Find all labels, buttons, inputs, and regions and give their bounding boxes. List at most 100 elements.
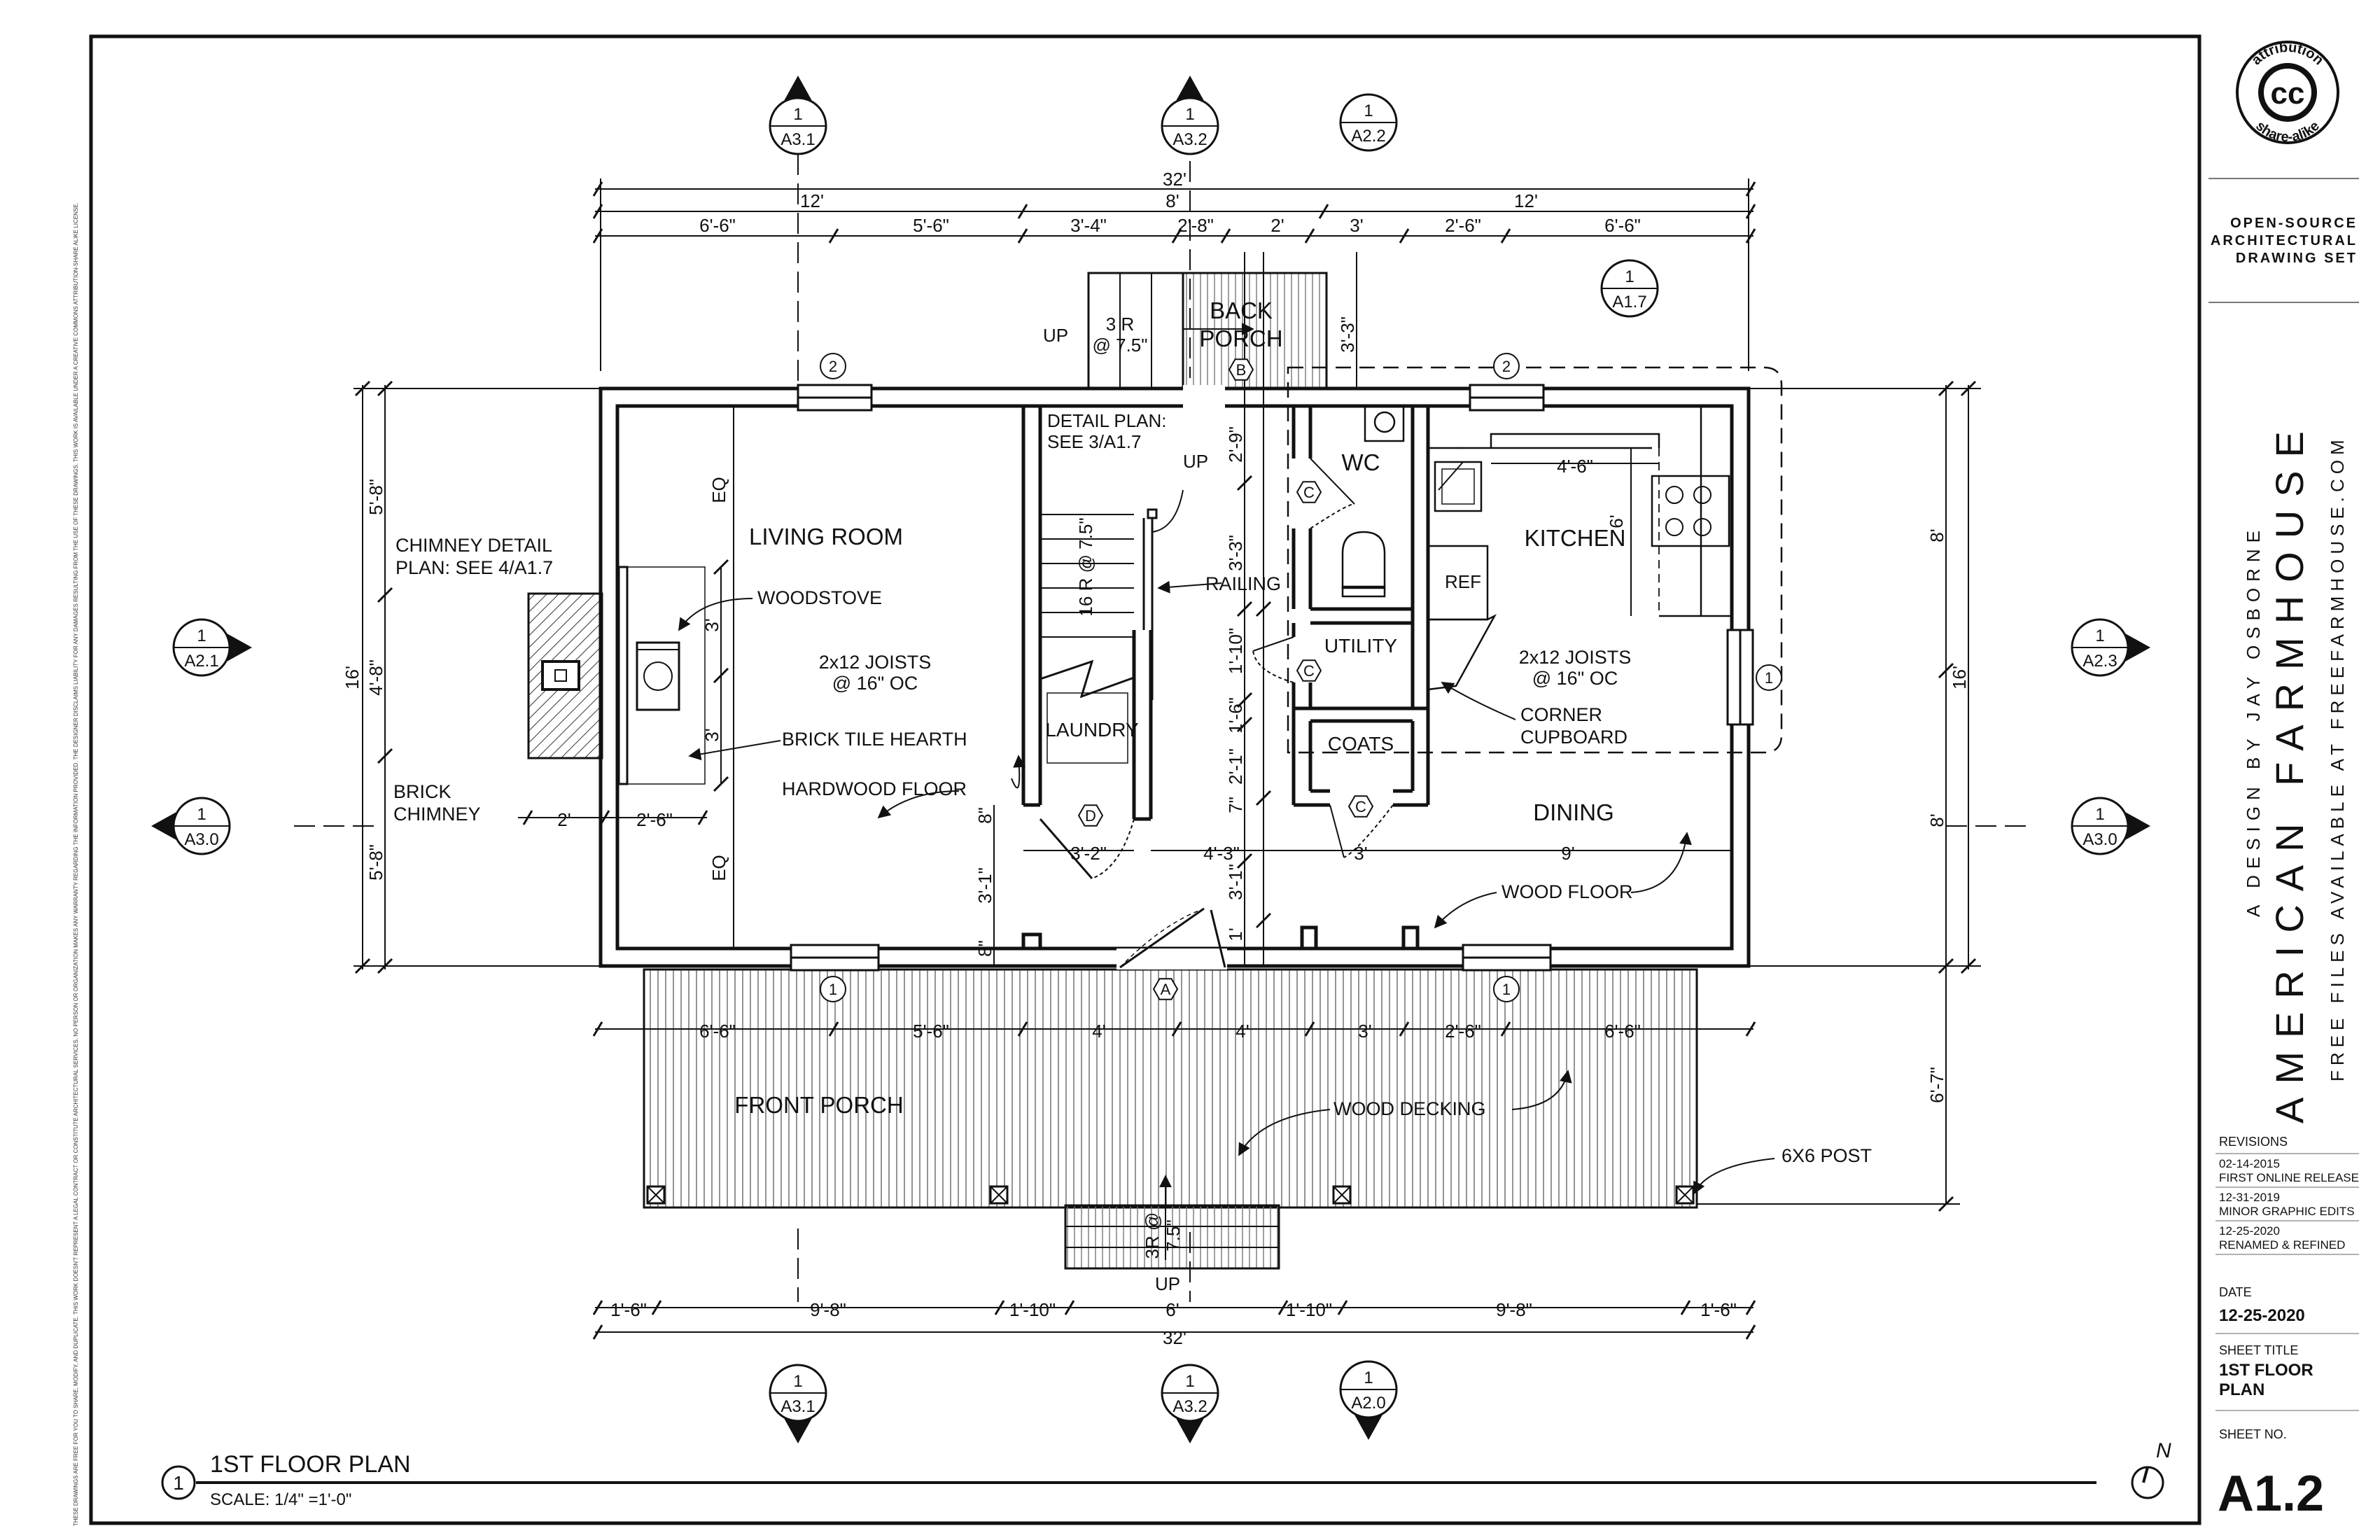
rev-3-date: 12-25-2020 [2219,1224,2280,1238]
note-eq-top: EQ [708,477,729,503]
dim-chimney-1: 2' [557,809,570,830]
dim-mid-v-4: 1'-10" [1225,628,1246,674]
tagline-3: DRAWING SET [2236,251,2358,266]
note-brick-chimney-1: BRICK [393,781,451,802]
section-marker-number: 1 [197,805,206,824]
note-kitchen-run: 4'-6" [1557,456,1593,477]
room-kitchen: KITCHEN [1525,525,1626,551]
interior-door-swings [1039,458,1394,879]
dim-bottom-3: 1'-10" [1009,1299,1056,1320]
note-eq-bottom: EQ [708,855,729,881]
dim-hearth-1: 3' [701,618,722,631]
sheet-title-1: 1ST FLOOR [2219,1361,2314,1380]
door-tag-c: C [1296,659,1322,682]
section-marker-a3-0: 1A3.0 [151,797,231,855]
dim-mid-v-5: 1'-6" [1225,697,1246,734]
rev-1-note: FIRST ONLINE RELEASE [2219,1171,2359,1184]
wc-fixtures [1341,405,1405,598]
dim-mid-h-2: 4'-3" [1203,843,1240,864]
room-utility: UTILITY [1324,635,1398,657]
rev-1-date: 02-14-2015 [2219,1157,2280,1170]
dim-mid-v-9: 1' [1225,927,1246,941]
dimension-labels: 32' 12' 8' 12' 6'-6" 5'-6" 3'-4" 2'-8" 2… [342,169,1970,1348]
dim-mid-h-1: 3'-2" [1070,843,1107,864]
note-kitchen-run2: 6' [1606,514,1627,528]
grid-tag-1: 1 [820,976,846,1002]
detail-boundary [1287,366,1783,754]
note-brick-chimney-2: CHIMNEY [393,804,481,825]
room-coats: COATS [1328,733,1394,755]
drawing-number: 1 [173,1472,184,1494]
section-marker-number: 1 [793,1372,802,1391]
door-tag-d: D [1077,804,1104,827]
doors [1116,385,1227,969]
dim-left-inner-1: 5'-8" [365,479,386,515]
title-block: cc attribution share-alike OPEN-SOURCE A… [2208,40,2359,1522]
dim-bottom-6: 9'-8" [1496,1299,1532,1320]
section-marker-a3-1: 1A3.1 [769,1364,827,1443]
note-woodstove: WOODSTOVE [757,587,882,608]
dim-mid-h-3: 3' [1354,843,1367,864]
sheet-border [89,34,2202,1525]
note-detail-plan-1: DETAIL PLAN: [1047,410,1167,431]
cc-license-badge: cc attribution share-alike [2236,40,2339,145]
sheet-no-label: SHEET NO. [2219,1427,2287,1441]
sheet-title-label: SHEET TITLE [2219,1343,2298,1357]
kitchen-fixtures [1427,406,1732,691]
dim-porch-4: 4' [1236,1021,1249,1042]
dim-left-inner-2: 4'-8" [365,659,386,696]
tagline-1: OPEN-SOURCE [2230,216,2358,231]
dim-top-detail-6: 3' [1350,215,1363,236]
section-markers: 1A3.11A3.21A2.21A3.11A3.21A2.01A2.11A3.0… [151,76,2150,1443]
note-up-stair: UP [1183,451,1208,472]
note-hardwood: HARDWOOD FLOOR [782,778,967,799]
dim-mid-v-12: 8" [974,940,995,957]
room-back-porch-2: PORCH [1199,326,1282,351]
dim-top-detail-4: 2'-8" [1177,215,1214,236]
section-marker-a3-2: 1A3.2 [1161,1364,1219,1443]
north-label: N [2156,1439,2171,1462]
section-marker-ref: A3.1 [780,130,815,149]
woodstove [617,566,706,785]
dim-left-inner-3: 5'-8" [365,844,386,881]
svg-text:1: 1 [1502,981,1511,998]
dim-top-detail-7: 2'-6" [1445,215,1481,236]
svg-text:C: C [1303,662,1315,680]
dim-left-outer: 16' [342,666,363,690]
room-dining: DINING [1533,799,1614,825]
dim-bottom-2: 9'-8" [810,1299,846,1320]
dim-porch-5: 3' [1358,1021,1371,1042]
dim-top-detail-8: 6'-6" [1604,215,1641,236]
dim-top-mid-2: 8' [1166,190,1179,211]
note-detail-plan-2: SEE 3/A1.7 [1047,431,1141,452]
grid-tag-1: 1 [1493,976,1520,1002]
dim-porch-7: 6'-6" [1604,1021,1641,1042]
rev-2-note: MINOR GRAPHIC EDITS [2219,1205,2355,1218]
section-marker-a2-3: 1A2.3 [2071,618,2150,677]
room-ref: REF [1445,571,1481,592]
section-marker-ref: A2.2 [1351,127,1385,146]
note-railing: RAILING [1205,573,1281,594]
dim-mid-v-2: 2'-9" [1225,426,1246,463]
svg-text:A: A [1161,981,1171,998]
svg-text:1: 1 [829,981,837,998]
plan-labels: LIVING ROOM KITCHEN WC UTILITY COATS LAU… [393,298,1872,1294]
note-hearth: BRICK TILE HEARTH [782,729,967,750]
section-marker-number: 1 [2095,805,2104,824]
free-files: FREE FILES AVAILABLE AT FREEFARMHOUSE.CO… [2327,435,2348,1082]
section-marker-a2-0: 1A2.0 [1339,1360,1398,1440]
revisions-label: REVISIONS [2219,1135,2288,1149]
dim-mid-v-1: 3'-3" [1337,316,1358,353]
grid-tag-1: 1 [1756,664,1782,691]
section-marker-ref: A3.2 [1172,1397,1207,1416]
svg-text:C: C [1355,798,1366,816]
dim-bottom-7: 1'-6" [1700,1299,1737,1320]
room-living: LIVING ROOM [749,524,903,550]
sheet-title-2: PLAN [2219,1380,2264,1399]
dim-overall-bottom: 32' [1163,1327,1186,1348]
drawing-title: 1 1ST FLOOR PLAN SCALE: 1/4" =1'-0" [161,1451,2096,1509]
dim-top-mid-3: 12' [1514,190,1538,211]
note-front-steps-2: 7.5" [1163,1219,1184,1251]
